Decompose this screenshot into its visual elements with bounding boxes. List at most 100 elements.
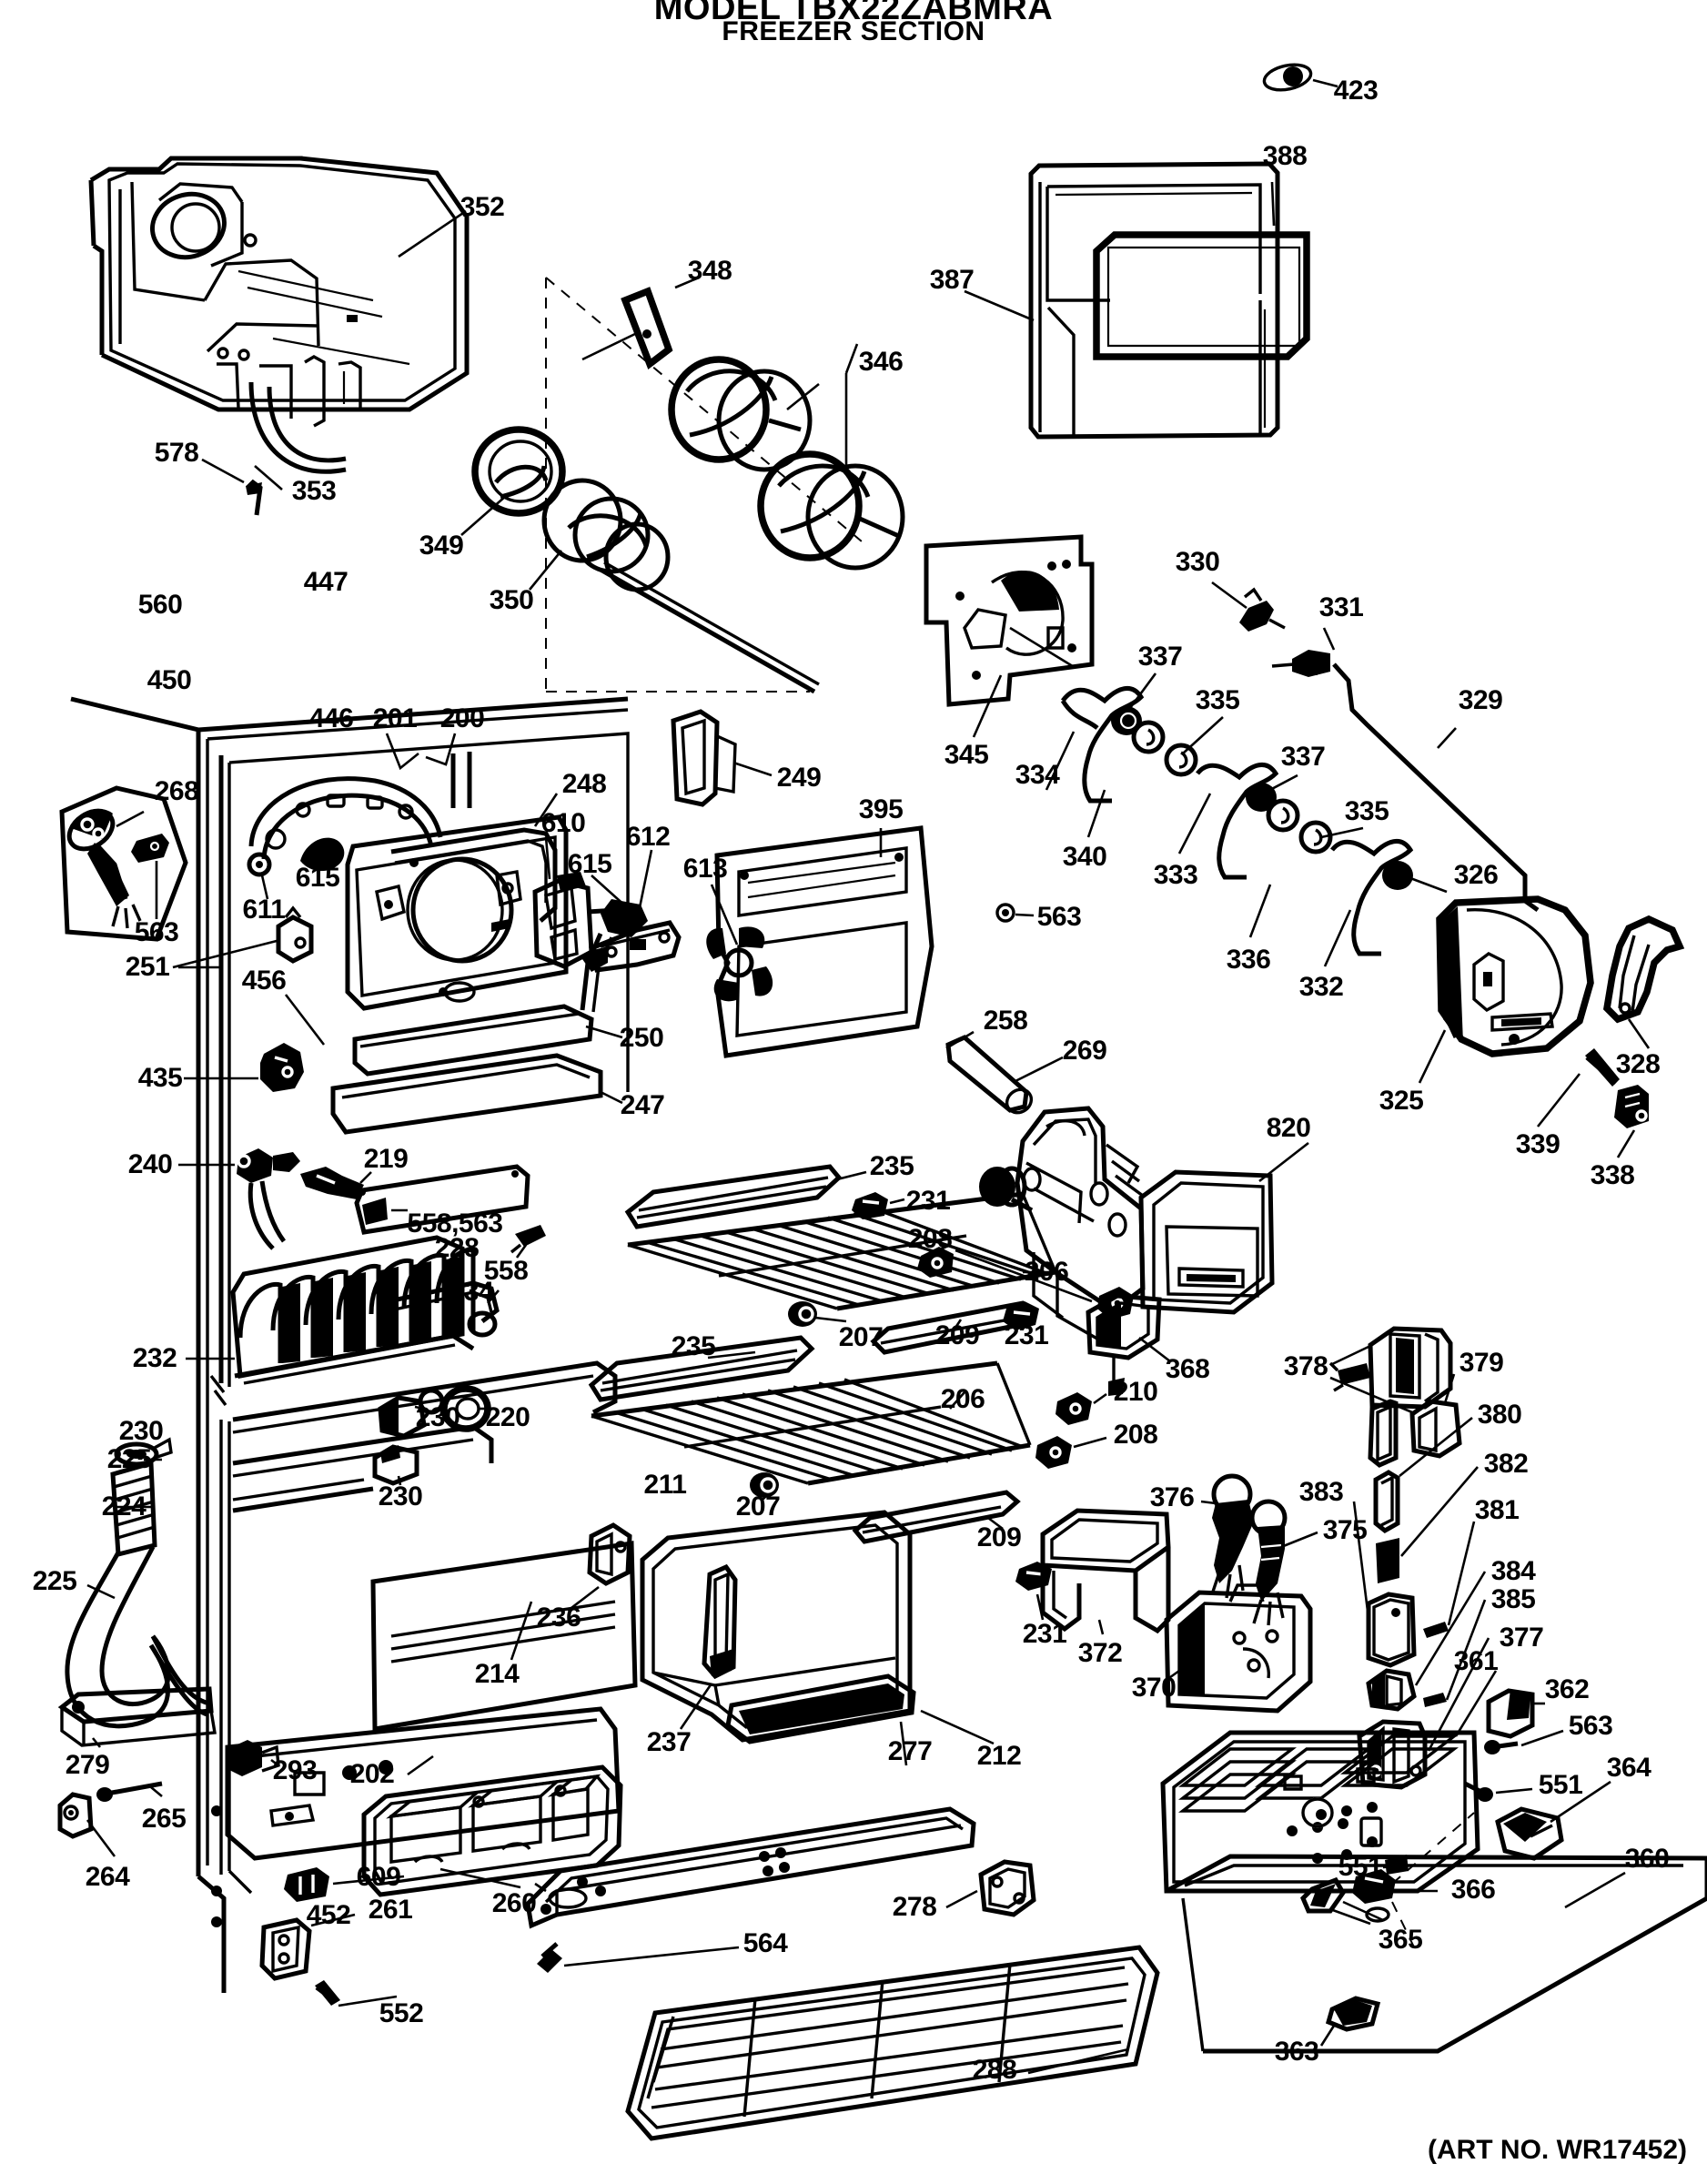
part-callout-353: 353 [291,476,337,506]
part-348-blade [582,278,699,364]
part-callout-202: 202 [349,1759,395,1789]
part-callout-387: 387 [929,265,975,295]
part-callout-377: 377 [1499,1623,1544,1653]
part-352-ice-bucket [91,158,467,490]
part-callout-337: 337 [1137,642,1183,672]
part-328-339-338 [1538,919,1680,1158]
part-370-control-box [1167,1585,1310,1711]
part-callout-214: 214 [474,1659,520,1689]
part-callout-563: 563 [134,917,179,947]
part-435-clip [184,1043,304,1092]
part-callout-235: 235 [869,1151,914,1181]
part-callout-334: 334 [1015,760,1060,790]
part-callout-219: 219 [363,1144,409,1174]
part-callout-456: 456 [241,966,287,996]
part-callout-361: 361 [1453,1646,1499,1676]
part-callout-615: 615 [567,849,612,879]
part-232-evaporator [186,1167,546,1383]
part-callout-335: 335 [1344,796,1389,826]
part-368-bracket [1088,1296,1170,1396]
part-callout-551: 551 [1538,1770,1583,1800]
part-279-rail [60,1689,215,1856]
part-378-385-socket-stack [1330,1329,1489,1787]
part-callout-235: 235 [671,1331,716,1361]
art-number-label: (ART NO. WR17452) [1427,2135,1687,2165]
part-callout-820: 820 [1266,1113,1311,1143]
part-callout-333: 333 [1153,860,1198,890]
part-callout-332: 332 [1298,972,1344,1002]
part-callout-265: 265 [141,1804,187,1834]
part-callout-248: 248 [561,769,607,799]
part-211-212-crisper-pan [642,1512,994,1765]
part-callout-207: 207 [838,1322,884,1352]
part-callout-348: 348 [687,256,732,286]
part-callout-360: 360 [1624,1844,1670,1874]
part-callout-330: 330 [1175,547,1220,577]
part-callout-277: 277 [887,1736,933,1766]
part-330-331-couplers [1212,582,1334,677]
lead-456 [286,995,324,1045]
part-372-duct [1043,1511,1168,1634]
part-callout-563: 563 [1036,902,1082,932]
part-callout-208: 208 [1113,1420,1158,1450]
part-callout-208: 208 [907,1224,953,1254]
part-349-350-augers [461,430,819,692]
part-callout-346: 346 [858,347,904,377]
part-callout-383: 383 [1298,1477,1344,1507]
part-callout-230: 230 [415,1402,460,1432]
part-callout-558: 558 [483,1256,529,1286]
part-callout-345: 345 [944,740,989,770]
part-callout-338: 338 [1590,1160,1635,1190]
part-callout-209: 209 [934,1320,980,1350]
part-callout-278: 278 [892,1892,937,1922]
part-230-220-grommets [233,1363,615,1511]
part-395-panel [717,828,1034,1056]
part-callout-230: 230 [118,1416,164,1446]
part-callout-225: 225 [106,1444,152,1474]
part-callout-551: 551 [1338,1852,1383,1882]
part-callout-381: 381 [1474,1495,1520,1525]
part-callout-452: 452 [306,1900,351,1930]
page-title-model: MODEL TBX22ZABMRA [653,0,1054,27]
part-callout-264: 264 [85,1862,130,1892]
part-callout-200: 200 [439,703,485,733]
part-callout-423: 423 [1333,76,1379,106]
part-callout-379: 379 [1459,1348,1504,1378]
part-200-201-inner-panel [333,733,773,1132]
part-callout-329: 329 [1458,685,1503,715]
part-callout-293: 293 [272,1755,318,1785]
part-callout-352: 352 [460,192,505,222]
part-callout-212: 212 [976,1741,1022,1771]
part-278-564-slide [528,1809,1034,1973]
part-callout-388: 388 [1262,141,1308,171]
part-callout-251: 251 [125,952,170,982]
part-224-225-drain [67,1440,209,1726]
part-callout-328: 328 [1615,1049,1661,1079]
part-346-augers [672,344,903,568]
part-callout-385: 385 [1490,1584,1536,1614]
part-callout-326: 326 [1453,860,1499,890]
part-callout-364: 364 [1606,1753,1651,1783]
part-callout-363: 363 [1274,2037,1319,2067]
part-249-bracket [673,712,772,804]
part-callout-260: 260 [491,1888,537,1918]
part-callout-268: 268 [154,776,199,806]
part-callout-370: 370 [1131,1673,1177,1703]
part-callout-237: 237 [646,1727,692,1757]
part-240-219 [178,1148,371,1249]
part-callout-250: 250 [619,1023,664,1053]
part-callout-201: 201 [372,703,418,733]
part-callout-225: 225 [32,1566,77,1596]
part-callout-435: 435 [137,1063,183,1093]
part-callout-249: 249 [776,763,822,793]
part-callout-288: 288 [972,2055,1017,2085]
part-360-361-base [1163,1671,1707,2051]
part-callout-325: 325 [1379,1086,1424,1116]
part-auger-spring-links [1046,673,1447,966]
part-callout-362: 362 [1544,1674,1590,1704]
part-578-screw [202,460,262,515]
part-callout-368: 368 [1165,1354,1210,1384]
part-callout-209: 209 [976,1522,1022,1552]
part-callout-232: 232 [132,1343,177,1373]
